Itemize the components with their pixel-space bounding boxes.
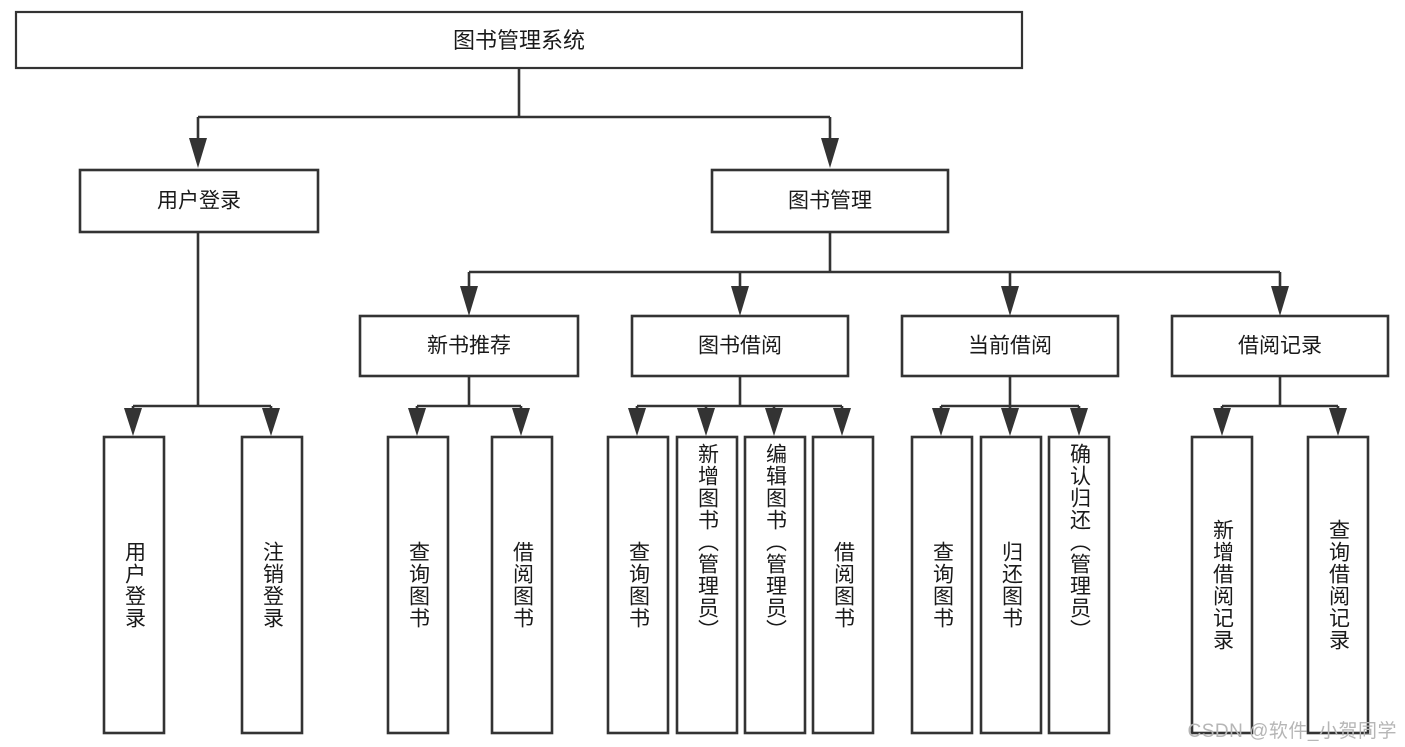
node-leaf-add-book-admin[interactable] xyxy=(675,435,739,735)
node-new-book-recommend[interactable] xyxy=(358,314,580,378)
watermark: CSDN @软件_小贺同学 xyxy=(1187,721,1397,742)
label-user-login: 用户登录 xyxy=(157,190,241,213)
label-current-borrow: 当前借阅 xyxy=(968,335,1052,358)
connector-group-userlogin-to-leaves xyxy=(124,232,280,436)
node-leaf-confirm-return-admin[interactable] xyxy=(1047,435,1111,735)
node-book-management[interactable] xyxy=(710,168,950,234)
node-leaf-query-borrow-record[interactable] xyxy=(1306,435,1370,735)
arrow-head-icon xyxy=(408,408,426,436)
node-leaf-edit-book-admin[interactable] xyxy=(743,435,807,735)
label-new-book-recommend: 新书推荐 xyxy=(427,335,511,358)
arrow-head-icon xyxy=(731,286,749,316)
arrow-head-icon xyxy=(1070,408,1088,436)
node-leaf-user-login[interactable] xyxy=(102,435,166,735)
label-root: 图书管理系统 xyxy=(453,28,585,53)
connector-group-newbook-to-leaves xyxy=(408,376,530,436)
connector-group-bookmgmt-to-level3 xyxy=(460,232,1289,316)
arrow-head-icon xyxy=(1213,408,1231,436)
arrow-head-icon xyxy=(932,408,950,436)
arrow-head-icon xyxy=(1001,286,1019,316)
arrow-head-icon xyxy=(124,408,142,436)
arrow-head-icon xyxy=(460,286,478,316)
arrow-head-icon xyxy=(1271,286,1289,316)
node-current-borrow[interactable] xyxy=(900,314,1120,378)
connector-group-borrowrecord-to-leaves xyxy=(1213,376,1347,436)
node-leaf-logout[interactable] xyxy=(240,435,304,735)
arrow-head-icon xyxy=(821,138,839,168)
label-book-borrow: 图书借阅 xyxy=(698,335,782,358)
connector-group-currentborrow-to-leaves xyxy=(932,376,1088,436)
node-leaf-query-book-2[interactable] xyxy=(606,435,670,735)
arrow-head-icon xyxy=(628,408,646,436)
arrow-head-icon xyxy=(765,408,783,436)
node-book-borrow[interactable] xyxy=(630,314,850,378)
node-leaf-add-borrow-record[interactable] xyxy=(1190,435,1254,735)
connector-group-bookborrow-to-leaves xyxy=(628,376,851,436)
arrow-head-icon xyxy=(1001,408,1019,436)
arrow-head-icon xyxy=(512,408,530,436)
node-leaf-borrow-book-1[interactable] xyxy=(490,435,554,735)
node-root-book-management-system[interactable] xyxy=(14,10,1024,70)
node-borrow-record[interactable] xyxy=(1170,314,1390,378)
arrow-head-icon xyxy=(189,138,207,168)
node-user-login[interactable] xyxy=(78,168,320,234)
node-leaf-return-book[interactable] xyxy=(979,435,1043,735)
arrow-head-icon xyxy=(1329,408,1347,436)
arrow-head-icon xyxy=(697,408,715,436)
arrow-head-icon xyxy=(833,408,851,436)
node-leaf-query-book-3[interactable] xyxy=(910,435,974,735)
connector-group-root-to-level2 xyxy=(189,68,839,168)
arrow-head-icon xyxy=(262,408,280,436)
label-borrow-record: 借阅记录 xyxy=(1238,335,1322,358)
label-book-management: 图书管理 xyxy=(788,190,872,213)
node-leaf-query-book-1[interactable] xyxy=(386,435,450,735)
node-leaf-borrow-book-2[interactable] xyxy=(811,435,875,735)
